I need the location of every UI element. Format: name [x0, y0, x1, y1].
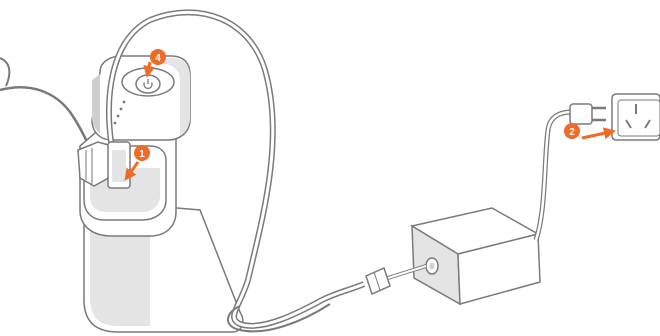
step-4-number: 4 [155, 53, 161, 64]
led-dot [119, 107, 123, 111]
arrow-icon [581, 127, 616, 140]
led-dot [122, 100, 126, 104]
step-1-number: 1 [139, 149, 145, 160]
power-button[interactable] [121, 67, 175, 97]
left-edge-curve [0, 57, 11, 87]
wall-outlet-icon [611, 93, 660, 141]
power-adapter-icon [410, 207, 541, 306]
cable-loop [227, 303, 331, 333]
external-cable [0, 86, 94, 153]
battery-device-icon [79, 55, 244, 333]
step-4-badge: 4 [143, 49, 166, 78]
step-2-number: 2 [569, 127, 575, 138]
dc-plug[interactable] [77, 141, 131, 189]
led-dot [116, 114, 120, 118]
wall-plug-icon[interactable] [569, 103, 606, 125]
step-2-badge: 2 [564, 123, 616, 140]
led-dot [113, 121, 117, 125]
arrow-icon [124, 161, 140, 181]
ferrite-bead [365, 266, 391, 296]
arrow-icon [143, 61, 156, 78]
power-icon [143, 79, 153, 90]
step-1-badge: 1 [124, 145, 150, 181]
